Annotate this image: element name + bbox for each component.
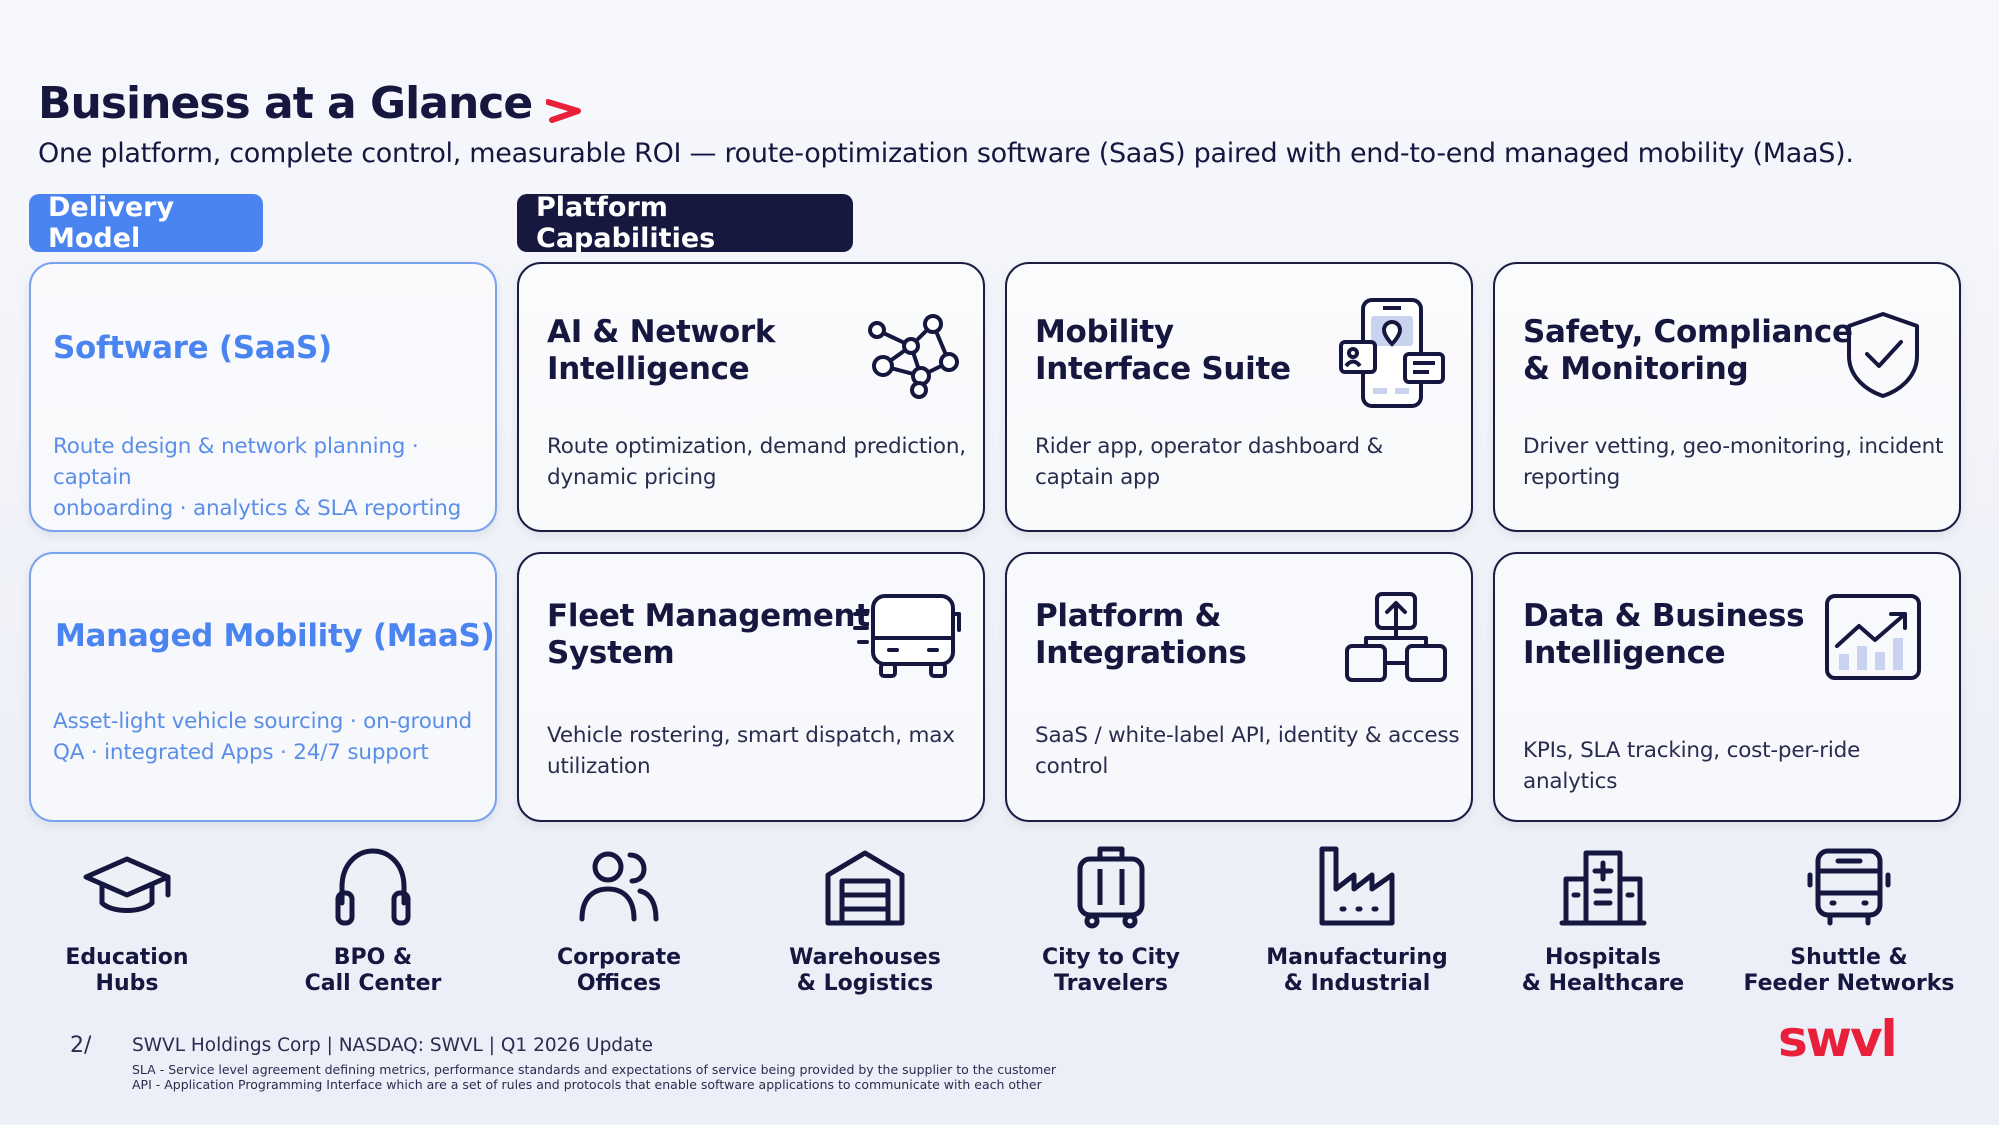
maas-card: Managed Mobility (MaaS) Asset-light vehi… (29, 552, 497, 822)
integration-icon (1345, 592, 1447, 682)
footnote-sla: SLA - Service level agreement defining m… (132, 1062, 1057, 1077)
network-nodes-icon (868, 314, 959, 399)
card-title: Safety, Compliance & Monitoring (1523, 314, 1853, 387)
card-description: Rider app, operator dashboard & captain … (1035, 434, 1384, 490)
sector-manufacturing: Manufacturing& Industrial (1247, 845, 1467, 997)
headphones-icon (335, 848, 411, 926)
data-business-card: Data & Business Intelligence KPIs, SLA t… (1493, 552, 1961, 822)
card-title: Software (SaaS) (53, 330, 332, 366)
page-number: 2/ (70, 1033, 92, 1058)
footnote-api: API - Application Programming Interface … (132, 1077, 1042, 1092)
card-description: Vehicle rostering, smart dispatch, max u… (547, 723, 955, 779)
saas-card: Software (SaaS) Route design & network p… (29, 262, 497, 532)
bus-icon (853, 594, 961, 678)
swvl-logo: swvl (1778, 1012, 1898, 1064)
chevron-accent-icon (546, 98, 582, 123)
card-description: Driver vetting, geo-monitoring, incident… (1523, 434, 1944, 490)
warehouse-icon (825, 850, 905, 926)
platform-capabilities-tag: Platform Capabilities (517, 192, 853, 254)
factory-icon (1319, 846, 1395, 926)
card-title: Mobility Interface Suite (1035, 314, 1291, 387)
users-icon (579, 851, 659, 922)
svg-text:swvl: swvl (1778, 1012, 1896, 1064)
delivery-model-tag: Delivery Model (29, 192, 263, 254)
card-description: KPIs, SLA tracking, cost-per-ride analyt… (1523, 738, 1861, 794)
card-title: Fleet Management System (547, 598, 870, 671)
mobile-interface-icon (1339, 298, 1445, 408)
card-title: AI & Network Intelligence (547, 314, 776, 387)
safety-compliance-card: Safety, Compliance & Monitoring Driver v… (1493, 262, 1961, 532)
ai-network-card: AI & Network Intelligence Route optimiza… (517, 262, 985, 532)
fleet-management-card: Fleet Management System Vehicle rosterin… (517, 552, 985, 822)
card-description: Route design & network planning · captai… (53, 434, 462, 521)
card-description: Route optimization, demand prediction, d… (547, 434, 966, 490)
hospital-icon (1559, 850, 1647, 926)
shield-check-icon (1847, 312, 1919, 398)
sector-bpo: BPO &Call Center (263, 845, 483, 997)
page-title: Business at a Glance (38, 78, 582, 129)
shuttle-bus-icon (1807, 848, 1891, 926)
card-title: Data & Business Intelligence (1523, 598, 1805, 671)
graduation-cap-icon (83, 856, 171, 913)
mobility-interface-card: Mobility Interface Suite Rider app, oper… (1005, 262, 1473, 532)
card-description: Asset-light vehicle sourcing · on-ground… (53, 709, 472, 765)
luggage-icon (1077, 846, 1145, 929)
card-description: SaaS / white-label API, identity & acces… (1035, 723, 1460, 779)
sector-hospitals: Hospitals& Healthcare (1493, 845, 1713, 997)
platform-integrations-card: Platform & Integrations SaaS / white-lab… (1005, 552, 1473, 822)
chart-trend-icon (1825, 594, 1921, 680)
page-subtitle: One platform, complete control, measurab… (38, 138, 1854, 169)
sector-warehouses: Warehouses& Logistics (755, 845, 975, 997)
sector-shuttle: Shuttle &Feeder Networks (1739, 845, 1959, 997)
card-title: Platform & Integrations (1035, 598, 1247, 671)
footer-text: SWVL Holdings Corp | NASDAQ: SWVL | Q1 2… (132, 1035, 654, 1056)
card-title: Managed Mobility (MaaS) (55, 618, 495, 654)
